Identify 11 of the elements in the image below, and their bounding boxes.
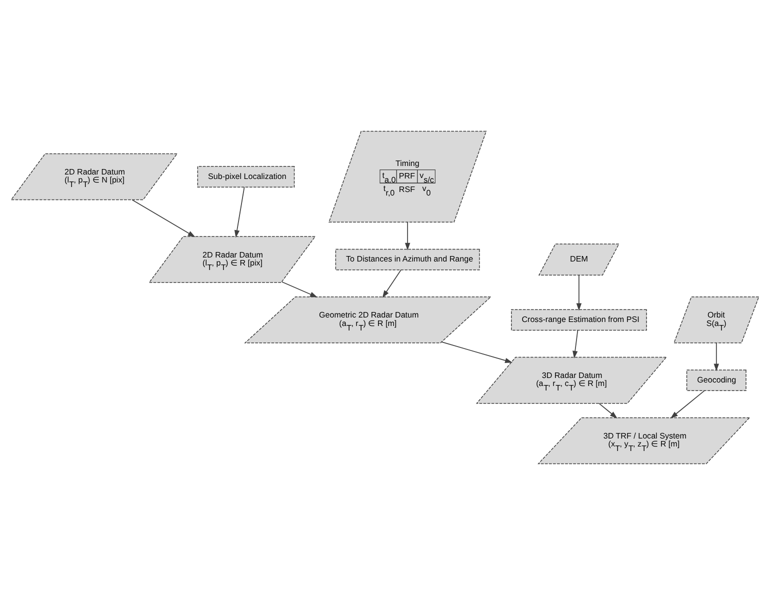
arrow <box>670 390 705 418</box>
arrow <box>234 186 245 238</box>
arrow <box>572 329 578 358</box>
arrow <box>576 274 582 310</box>
arrow <box>441 341 513 363</box>
arrow <box>382 268 402 298</box>
arrow <box>132 198 196 237</box>
arrow <box>282 280 318 297</box>
arrow <box>598 402 618 418</box>
arrow <box>714 342 720 371</box>
arrow <box>404 221 410 250</box>
